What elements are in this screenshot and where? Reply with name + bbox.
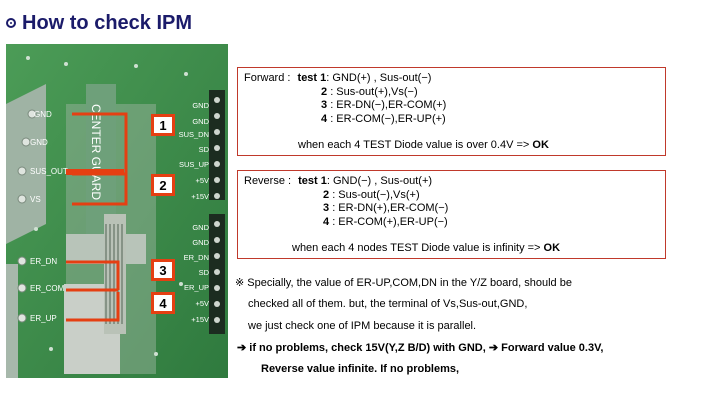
label-r-sus-up: SUS_UP [179,160,209,169]
forward-test2-text: : Sus-out(+),Vs(−) [330,85,418,98]
circle-bullet-icon [6,18,16,28]
page-title: How to check IPM [6,10,192,36]
forward-test1-label: test 1 [297,72,327,84]
reverse-test3-label: 3 [323,202,330,214]
reverse-result: OK [543,242,561,254]
label-r-sus-dn: SUS_DN [179,130,209,139]
board-photo: GND GND SUS_OUT VS ER_DN ER_COM ER_UP GN… [6,44,228,378]
forward-result: OK [532,139,549,151]
label-r-gnd-4: GND [192,238,209,247]
label-vs: VS [30,195,41,204]
forward-prefix: Forward : [244,72,291,84]
forward-test3-label: 3 [321,99,328,111]
reverse-test1-label: test 1 [298,175,327,187]
label-center-guard: CENTER GUARD [89,104,103,200]
note-line-4: ➔ if no problems, check 15V(Y,Z B/D) wit… [237,342,604,354]
callout-3: 3 [151,259,175,281]
forward-test1-text: : GND(+) , Sus-out(−) [326,72,432,84]
reverse-test1-text: : GND(−) , Sus-out(+) [326,175,433,187]
label-er-dn: ER_DN [30,257,57,266]
svg-text:3: 3 [159,263,166,278]
callout-2: 2 [151,174,175,196]
forward-test2-label: 2 [321,85,328,98]
svg-text:1: 1 [159,118,166,133]
reverse-condition: when each 4 nodes TEST Diode value is in… [292,242,541,254]
reverse-prefix: Reverse : [244,175,292,187]
label-r-gnd-1: GND [192,101,209,110]
note-line-1: ※ Specially, the value of ER-UP,COM,DN i… [235,277,572,289]
label-r-5v-2: +5V [195,299,209,308]
label-r-sd-1: SD [199,145,210,154]
label-gnd-1: GND [34,110,52,119]
page-title-text: How to check IPM [22,11,193,34]
svg-text:4: 4 [159,296,167,311]
forward-condition: when each 4 TEST Diode value is over 0.4… [298,139,530,151]
forward-test4-label: 4 [321,112,328,125]
reverse-test2-label: 2 [323,188,330,201]
note-line-2: checked all of them. but, the terminal o… [248,298,528,310]
note-line-3: we just check one of IPM because it is p… [248,320,477,332]
reverse-test-box: Reverse : test 1: GND(−) , Sus-out(+) 2 … [237,170,666,259]
label-gnd-2: GND [30,138,48,147]
label-r-er-up: ER_UP [184,283,209,292]
label-r-15v-2: +15V [191,315,209,324]
label-sus-out: SUS_OUT [30,167,68,176]
label-r-5v-1: +5V [195,176,209,185]
callout-1: 1 [151,114,175,136]
forward-test3-text: : ER-DN(−),ER-COM(+) [330,99,447,111]
forward-test-box: Forward : test 1: GND(+) , Sus-out(−) 2 … [237,67,666,156]
note-line-5: Reverse value infinite. If no problems, [261,363,460,375]
label-r-15v-1: +15V [191,192,209,201]
reverse-test4-text: : ER-COM(+),ER-UP(−) [332,215,448,228]
label-r-gnd-3: GND [192,223,209,232]
label-r-sd-2: SD [199,268,210,277]
callout-4: 4 [151,292,175,314]
reverse-test2-text: : Sus-out(−),Vs(+) [332,188,420,201]
label-r-er-dn: ER_DN [184,253,209,262]
svg-text:2: 2 [159,178,166,193]
label-r-gnd-2: GND [192,117,209,126]
reverse-test3-text: : ER-DN(+),ER-COM(−) [332,202,449,214]
label-er-up: ER_UP [30,314,57,323]
label-er-com: ER_COM [30,284,65,293]
reverse-test4-label: 4 [323,215,330,228]
forward-test4-text: : ER-COM(−),ER-UP(+) [330,112,446,125]
